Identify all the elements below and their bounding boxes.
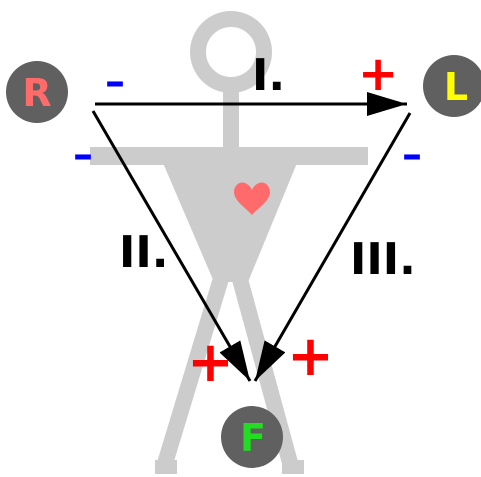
lead2-label: II.: [119, 227, 168, 278]
node-r-label: R: [22, 71, 51, 115]
figure-right-foot: [282, 460, 304, 474]
lead3-arrow: [253, 112, 412, 382]
node-r-circle: [6, 61, 68, 123]
lead2-arrow: [91, 110, 252, 382]
node-l-label: L: [444, 65, 468, 109]
lead3-minus-sign: –: [402, 132, 422, 178]
node-f-label: F: [240, 416, 266, 460]
lead3-label: III.: [350, 234, 416, 285]
lead3-plus-sign: +: [287, 324, 334, 389]
lead2-minus-sign: –: [73, 132, 93, 178]
figure-left-leg: [155, 269, 231, 473]
figure-left-foot: [155, 460, 177, 474]
figure-neck: [223, 84, 239, 154]
node-r: R: [6, 61, 68, 123]
figure-arms: [90, 147, 368, 165]
lead1-minus-sign: –: [105, 59, 125, 105]
node-f-circle: [221, 406, 283, 468]
lead2-plus-sign: +: [187, 330, 234, 395]
lead1-label: I.: [252, 50, 285, 101]
lead-arrows: [91, 92, 412, 382]
node-f: F: [221, 406, 283, 468]
node-l: L: [423, 55, 481, 117]
heart-icon: [234, 182, 270, 215]
lead1-plus-sign: +: [358, 46, 398, 102]
node-l-circle: [423, 55, 481, 117]
